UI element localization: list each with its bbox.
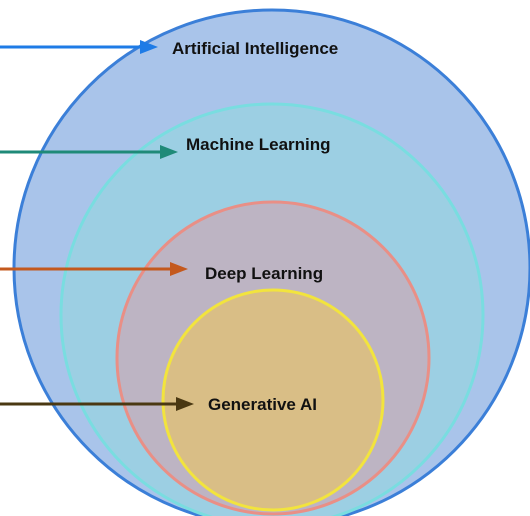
- label-deep-learning: Deep Learning: [205, 264, 323, 283]
- labels: Artificial Intelligence Machine Learning…: [172, 39, 338, 414]
- label-generative-ai: Generative AI: [208, 395, 317, 414]
- circle-generative-ai: [161, 288, 385, 512]
- arrow-artificial-intelligence: [0, 40, 158, 54]
- arrow-deep-learning: [0, 262, 188, 276]
- arrow-generative-ai: [0, 397, 194, 411]
- label-artificial-intelligence: Artificial Intelligence: [172, 39, 338, 58]
- arrows: [0, 40, 194, 411]
- circles: [12, 8, 530, 516]
- label-machine-learning: Machine Learning: [186, 135, 331, 154]
- arrow-machine-learning: [0, 145, 178, 159]
